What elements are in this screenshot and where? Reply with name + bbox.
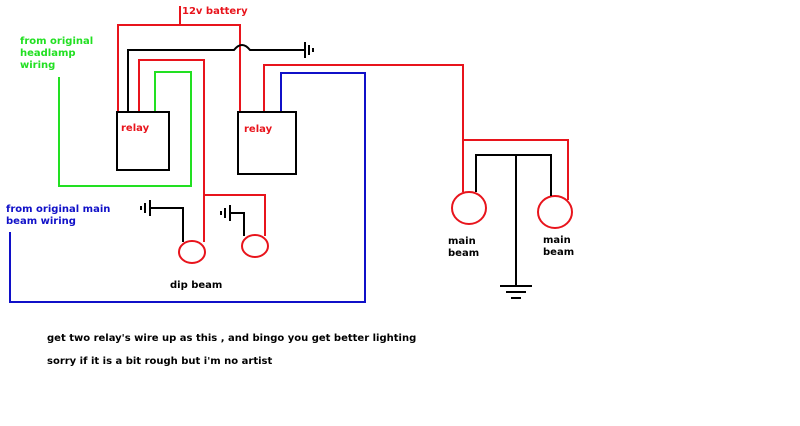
main-beam-left-line-2: beam bbox=[448, 248, 479, 259]
battery-label: 12v battery bbox=[182, 6, 248, 17]
dip-beam-label: dip beam bbox=[170, 280, 222, 291]
relay-to-dip-wire bbox=[138, 59, 205, 242]
note-line-1: get two relay's wire up as this , and bi… bbox=[47, 333, 416, 344]
headlamp-label-line-2: headlamp bbox=[20, 48, 76, 59]
black-wires bbox=[116, 44, 552, 286]
relay-to-main-right bbox=[463, 139, 569, 200]
relay-to-main-left bbox=[263, 64, 464, 192]
dip-beam-bulb-left bbox=[178, 240, 206, 264]
battery-wire bbox=[117, 6, 181, 112]
main-beam-right-label: main beam bbox=[543, 235, 574, 258]
relay-box-right bbox=[237, 111, 297, 175]
ground-icon bbox=[140, 200, 151, 216]
ground-symbols bbox=[140, 42, 532, 299]
battery-branch-right bbox=[180, 24, 241, 112]
main-beam-signal-wire bbox=[9, 72, 366, 303]
main-beam-bulb-right bbox=[537, 195, 573, 229]
main-beam-right-line-1: main bbox=[543, 235, 571, 246]
headlamp-label-line-1: from original bbox=[20, 36, 93, 47]
main-beam-right-line-2: beam bbox=[543, 247, 574, 258]
main-beam-bulb-left bbox=[451, 191, 487, 225]
main-earth-bar bbox=[475, 154, 552, 196]
blue-wires bbox=[9, 72, 366, 303]
dip-earth-right bbox=[230, 212, 245, 236]
main-beam-left-line-1: main bbox=[448, 236, 476, 247]
main-beam-wiring-label: from original main beam wiring bbox=[6, 204, 110, 227]
dip-bulb-right-feed bbox=[204, 194, 266, 236]
note-line-2: sorry if it is a bit rough but i'm no ar… bbox=[47, 356, 272, 367]
headlamp-wire bbox=[58, 71, 192, 187]
red-wires bbox=[117, 6, 573, 264]
main-beam-left-label: main beam bbox=[448, 236, 479, 259]
main-beam-wiring-label-line-1: from original main bbox=[6, 204, 110, 215]
ground-icon bbox=[500, 285, 532, 299]
ground-icon bbox=[304, 42, 314, 58]
relay-left-label: relay bbox=[121, 123, 150, 134]
green-wires bbox=[58, 71, 192, 187]
main-beam-wiring-label-line-2: beam wiring bbox=[6, 216, 76, 227]
headlamp-label: from original headlamp wiring bbox=[20, 36, 93, 71]
ground-icon bbox=[220, 205, 231, 221]
relay-right-label: relay bbox=[244, 124, 273, 135]
dip-beam-bulb-right bbox=[241, 234, 269, 258]
earth-wire bbox=[127, 44, 305, 112]
headlamp-label-line-3: wiring bbox=[20, 60, 55, 71]
dip-earth-left bbox=[150, 207, 184, 242]
relay-box-left bbox=[116, 111, 170, 171]
